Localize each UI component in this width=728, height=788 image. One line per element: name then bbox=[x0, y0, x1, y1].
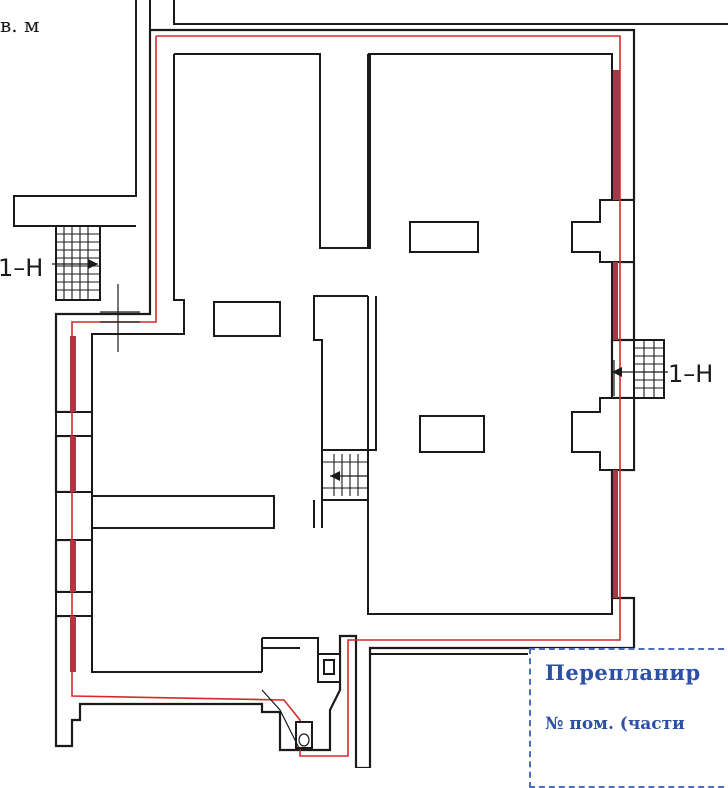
section-arrow-icon bbox=[52, 259, 98, 269]
window-left-4 bbox=[70, 616, 76, 672]
pier-left-1 bbox=[55, 411, 93, 437]
window-left-1 bbox=[70, 336, 76, 412]
stair-right-entrance bbox=[633, 339, 665, 399]
doorway-center bbox=[313, 500, 323, 528]
section-arrow-icon bbox=[612, 360, 668, 396]
pier-left-2 bbox=[55, 491, 93, 541]
sanitary-room bbox=[261, 637, 341, 751]
window-left-3 bbox=[70, 540, 76, 592]
door-left-entrance bbox=[100, 284, 140, 352]
section-label-left: 1–Н bbox=[0, 254, 43, 282]
column-bottom-right bbox=[419, 415, 485, 453]
window-left-2 bbox=[70, 436, 76, 492]
stair-left-entrance bbox=[55, 225, 101, 301]
pier-right-upper bbox=[571, 199, 635, 263]
stamp-room-number: № пом. (части bbox=[545, 714, 685, 734]
section-label-right: 1–Н bbox=[668, 360, 713, 388]
window-right-1 bbox=[613, 70, 620, 200]
pier-right-lower bbox=[571, 397, 635, 471]
corner-note: в. м bbox=[0, 13, 40, 37]
stamp-title: Перепланир bbox=[545, 660, 701, 685]
stair-arrow-icon bbox=[330, 471, 368, 481]
stair-internal bbox=[321, 449, 369, 501]
approval-stamp: Перепланир № пом. (части bbox=[529, 648, 728, 788]
column-top-right bbox=[409, 221, 479, 253]
pier-left-3 bbox=[55, 591, 93, 617]
column-left bbox=[213, 301, 281, 337]
window-right-3 bbox=[613, 470, 618, 598]
window-right-2 bbox=[613, 262, 618, 340]
exterior-wall-top bbox=[150, 0, 728, 31]
floor-plan: 1–Н 1–Н bbox=[0, 0, 728, 768]
